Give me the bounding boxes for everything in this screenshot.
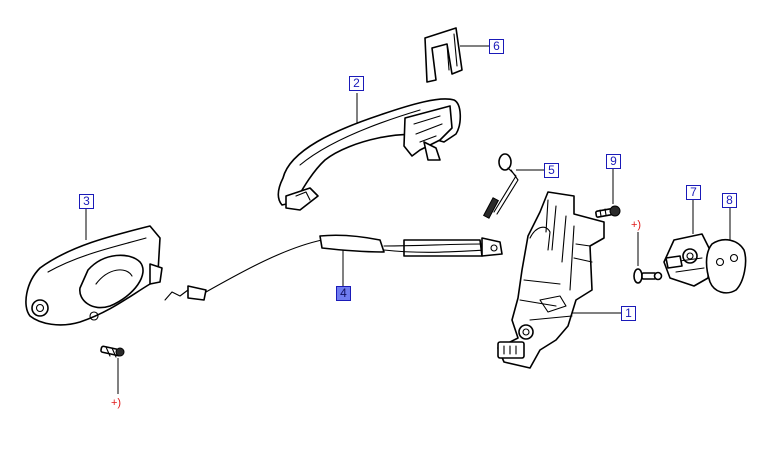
part-cable-4[interactable]: [164, 234, 503, 301]
callout-7[interactable]: 7: [686, 185, 701, 200]
callout-2[interactable]: 2: [349, 76, 364, 91]
callout-6[interactable]: 6: [489, 39, 504, 54]
note-right: +): [631, 219, 642, 231]
callout-3[interactable]: 3: [79, 194, 94, 209]
part-bolt-9[interactable]: [595, 205, 621, 218]
callout-1[interactable]: 1: [621, 306, 636, 321]
callout-9[interactable]: 9: [606, 154, 621, 169]
part-latch-assembly-1[interactable]: [497, 191, 605, 369]
part-interior-handle-3[interactable]: [25, 225, 163, 326]
part-shim-plate-8[interactable]: [705, 238, 747, 294]
screw-left[interactable]: [100, 345, 125, 358]
note-left: +): [111, 397, 122, 409]
callout-4[interactable]: 4: [336, 286, 351, 301]
part-rod-5[interactable]: [482, 153, 519, 219]
washer[interactable]: [633, 268, 663, 284]
callout-8[interactable]: 8: [722, 193, 737, 208]
part-exterior-handle-2[interactable]: [277, 98, 462, 211]
part-striker-7[interactable]: [663, 233, 711, 287]
part-clip-6[interactable]: [424, 27, 463, 83]
callout-5[interactable]: 5: [544, 163, 559, 178]
